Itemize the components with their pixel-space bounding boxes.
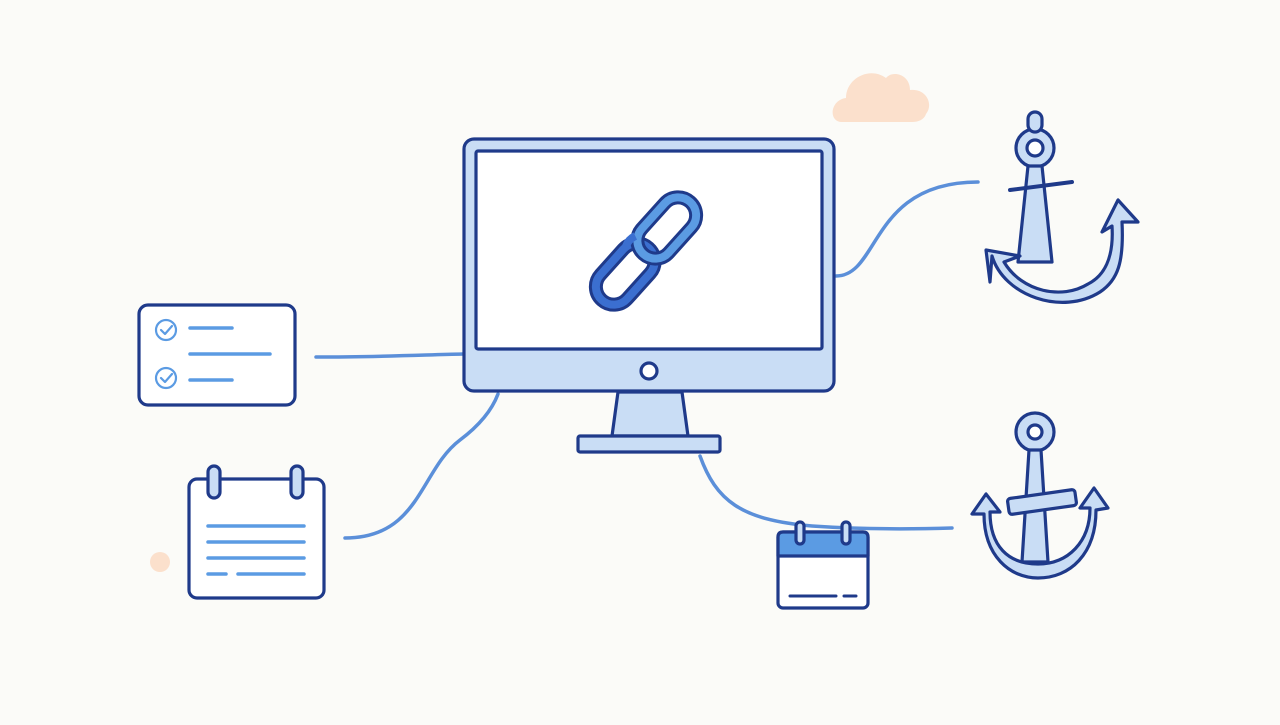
monitor-icon	[462, 137, 836, 454]
connector-anchor-top	[834, 180, 980, 278]
anchor-icon-2	[970, 411, 1110, 580]
calendar-small-icon	[776, 520, 870, 610]
cloud-icon	[832, 73, 930, 122]
connectors	[314, 180, 980, 540]
dot-icon	[150, 552, 170, 572]
chain-link-icon	[588, 190, 704, 312]
anchor-icon	[984, 110, 1140, 304]
calendar-icon	[187, 464, 326, 600]
connector-checklist	[314, 352, 465, 359]
checklist-icon	[137, 303, 297, 407]
connector-calendar-large	[343, 392, 500, 540]
connector-calendar-small	[698, 454, 954, 531]
